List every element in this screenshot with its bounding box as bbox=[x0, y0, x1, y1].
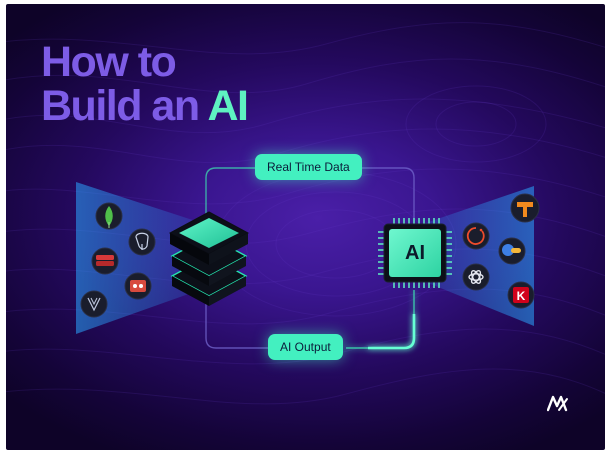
real-time-data-pill: Real Time Data bbox=[255, 154, 362, 180]
mongodb-icon bbox=[95, 202, 123, 230]
tensorflow-icon bbox=[510, 193, 540, 223]
pipeline-diagram: K bbox=[76, 166, 540, 350]
ai-chip-icon bbox=[378, 218, 452, 288]
database-stack-icon bbox=[168, 211, 250, 306]
weaviate-icon bbox=[80, 290, 108, 318]
pytorch-icon bbox=[462, 222, 490, 250]
page-title: How to Build an AI bbox=[41, 38, 249, 130]
connection-loop bbox=[205, 166, 416, 350]
huggingface-icon bbox=[498, 237, 526, 265]
hero-banner: How to Build an AI bbox=[6, 4, 605, 450]
postgresql-icon bbox=[128, 228, 156, 256]
right-beam bbox=[411, 186, 534, 326]
ai-chip-label: AI bbox=[405, 242, 425, 264]
openai-icon bbox=[462, 263, 490, 291]
title-accent: AI bbox=[207, 82, 249, 130]
database-icon bbox=[124, 272, 152, 300]
title-line-2-prefix: Build an bbox=[41, 82, 208, 130]
redis-icon bbox=[91, 247, 119, 275]
title-line-2: Build an AI bbox=[41, 82, 249, 130]
ai-output-pill: AI Output bbox=[268, 334, 343, 360]
keras-icon-letter: K bbox=[517, 289, 526, 303]
title-line-1: How to bbox=[41, 38, 177, 86]
brand-logo-icon bbox=[547, 395, 568, 412]
keras-icon: K bbox=[507, 281, 535, 309]
